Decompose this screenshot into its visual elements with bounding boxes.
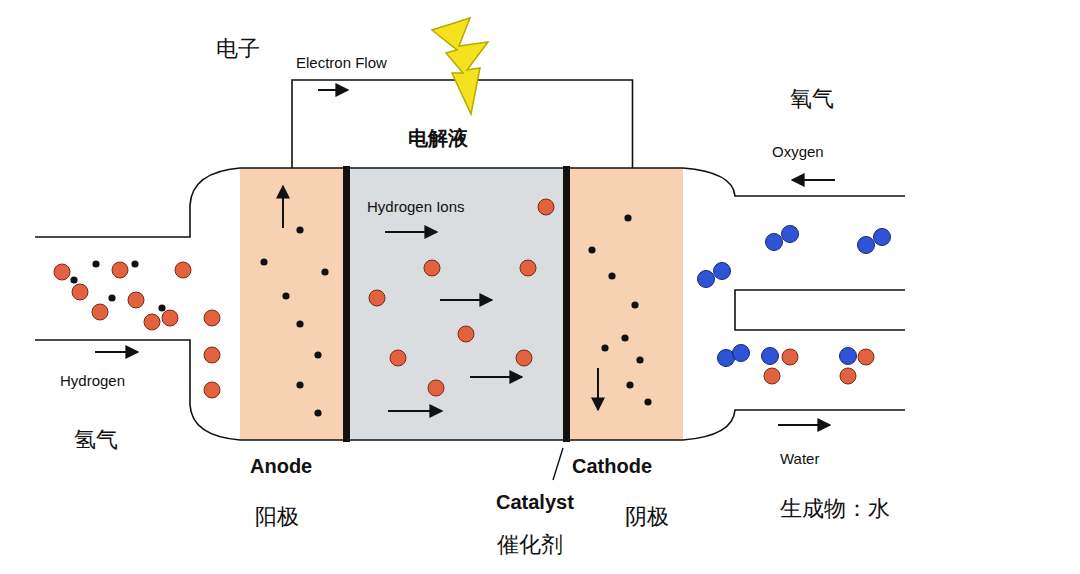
electron-dot — [644, 398, 651, 405]
cathode-fill — [570, 168, 683, 440]
hydrogen-particle — [369, 290, 385, 306]
hydrogen-particle — [538, 199, 554, 215]
electron-dot — [624, 214, 631, 221]
electron-dot — [282, 292, 289, 299]
electron-dot — [296, 320, 303, 327]
hydrogen-particle — [144, 314, 160, 330]
oxygen-particle — [718, 350, 735, 367]
hydrogen-particle — [112, 262, 128, 278]
label-text: Oxygen — [772, 143, 824, 161]
hydrogen-particle — [424, 260, 440, 276]
electron-dot — [631, 301, 638, 308]
part-name: Hydrogen Ions — [367, 198, 465, 216]
oxygen-particle — [762, 348, 779, 365]
electron-dot — [621, 334, 628, 341]
hydrogen-particle — [858, 349, 874, 365]
label-text: 催化剂 — [497, 532, 563, 558]
hydrogen-particle — [162, 310, 178, 326]
hydrogen-particle — [390, 350, 406, 366]
electron-dot — [108, 294, 115, 301]
anode-panel: Anode阳极 — [240, 168, 344, 440]
label-text: 氧气 — [790, 86, 834, 112]
electron-dot — [92, 260, 99, 267]
oxygen-particle — [874, 229, 891, 246]
housing-outline — [35, 168, 905, 440]
electrolyte-fill — [349, 168, 563, 440]
electron-dot — [70, 276, 77, 283]
part-name-zh: 阳极 — [255, 504, 299, 530]
hydrogen-particle — [520, 260, 536, 276]
label-text: Water — [780, 450, 819, 468]
edge-label: Electron Flow — [294, 54, 389, 72]
hydrogen-particle — [428, 380, 444, 396]
electron-dot — [314, 409, 321, 416]
lightning-bolt — [432, 18, 488, 114]
electron-dot — [601, 344, 608, 351]
hydrogen-particle — [204, 310, 220, 326]
membrane-bar — [343, 166, 350, 442]
oxygen-particle — [698, 271, 715, 288]
oxygen-particle — [782, 226, 799, 243]
label-text: 电子 — [216, 36, 260, 62]
part-name: Cathode — [572, 454, 652, 478]
electron-dot — [158, 304, 165, 311]
hydrogen-particle — [840, 368, 856, 384]
cathode-panel: Cathode阴极 — [570, 168, 683, 440]
electron-dot — [588, 246, 595, 253]
catalyst-bar — [563, 166, 570, 442]
hydrogen-particle — [516, 350, 532, 366]
label-text: Hydrogen — [60, 372, 125, 390]
hydrogen-particle — [54, 264, 70, 280]
electron-dot — [626, 381, 633, 388]
label-text: 电解液 — [408, 126, 468, 150]
catalyst-leader — [553, 448, 563, 480]
hydrogen-particle — [204, 382, 220, 398]
hydrogen-particle — [72, 284, 88, 300]
electron-dot — [296, 381, 303, 388]
label-text: 生成物：水 — [780, 496, 890, 522]
part-name: Anode — [250, 454, 312, 478]
label-text: Catalyst — [496, 490, 574, 514]
oxygen-particle — [858, 237, 875, 254]
electron-dot — [608, 272, 615, 279]
electron-dot — [314, 351, 321, 358]
hydrogen-particle — [764, 368, 780, 384]
electron-dot — [260, 258, 267, 265]
hydrogen-particle — [458, 326, 474, 342]
hydrogen-particle — [175, 262, 191, 278]
flow-arrows — [95, 90, 835, 425]
hydrogen-particle — [128, 292, 144, 308]
oxygen-particle — [840, 348, 857, 365]
hydrogen-particle — [92, 304, 108, 320]
electron-dot — [296, 226, 303, 233]
electrolyte-panel: Hydrogen Ions — [350, 168, 563, 440]
hydrogen-particle — [782, 349, 798, 365]
part-name-zh: 阴极 — [625, 504, 669, 530]
hydrogen-particle — [204, 347, 220, 363]
electron-dot — [321, 268, 328, 275]
electron-dot — [131, 260, 138, 267]
oxygen-particle — [733, 345, 750, 362]
particles — [54, 199, 891, 417]
oxygen-particle — [766, 234, 783, 251]
label-text: 氢气 — [74, 427, 118, 453]
oxygen-particle — [714, 263, 731, 280]
electron-dot — [636, 356, 643, 363]
anode-fill — [240, 168, 344, 440]
